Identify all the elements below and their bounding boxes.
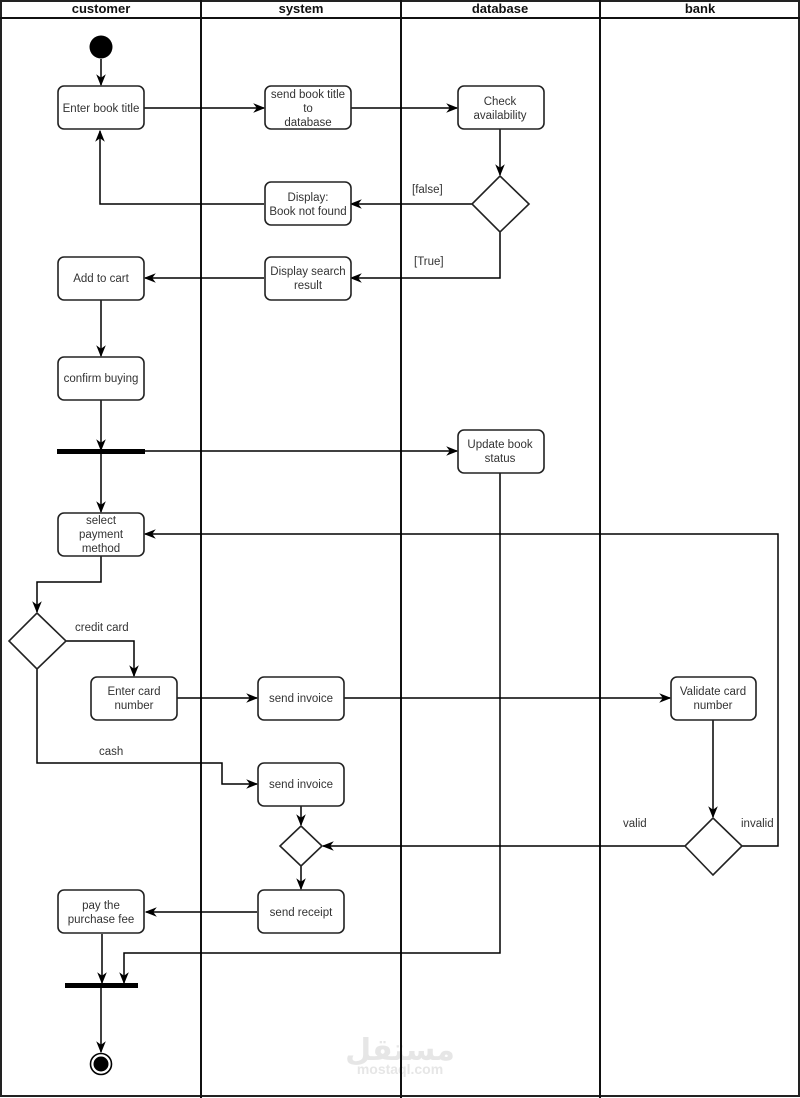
action-label: payment xyxy=(79,529,124,541)
action-label: to xyxy=(303,103,313,115)
action-enter-card-number[interactable]: Enter card number xyxy=(90,676,178,721)
action-label: status xyxy=(485,453,516,465)
action-label: send invoice xyxy=(269,693,333,705)
action-label: number xyxy=(115,700,154,712)
action-validate-card-number[interactable]: Validate card number xyxy=(670,676,757,721)
edge-not-found-to-enter-title xyxy=(95,129,264,205)
action-label: send book title xyxy=(271,89,345,101)
action-confirm-buying[interactable]: confirm buying xyxy=(57,356,145,401)
action-select-payment-method[interactable]: select payment method xyxy=(57,512,145,557)
guard-invalid: invalid xyxy=(741,818,774,830)
initial-node xyxy=(89,35,113,59)
action-label: send invoice xyxy=(269,779,333,791)
action-send-invoice-cash[interactable]: send invoice xyxy=(257,762,345,807)
guard-false: [false] xyxy=(412,184,443,196)
action-send-invoice-card[interactable]: send invoice xyxy=(257,676,345,721)
action-display-not-found[interactable]: Display: Book not found xyxy=(264,181,352,226)
action-pay-purchase-fee[interactable]: pay the purchase fee xyxy=(57,889,145,934)
nodes: Enter book title send book title to databa… xyxy=(7,35,757,1076)
fork-bar xyxy=(57,449,145,454)
action-check-availability[interactable]: Check availability xyxy=(457,85,545,130)
action-label: purchase fee xyxy=(68,914,135,926)
action-label: send receipt xyxy=(270,907,333,919)
action-update-book-status[interactable]: Update book status xyxy=(457,429,545,474)
edge-credit-to-enter-card xyxy=(66,640,139,678)
guard-true: [True] xyxy=(414,256,444,268)
action-label: Validate card xyxy=(680,686,746,698)
action-label: database xyxy=(284,117,331,129)
action-send-book-title[interactable]: send book title to database xyxy=(264,85,352,130)
lane-title-database: database xyxy=(472,1,528,16)
action-display-search-result[interactable]: Display search result xyxy=(264,256,352,301)
action-label: Enter card xyxy=(107,686,160,698)
edge-cash-to-invoice2 xyxy=(36,669,259,789)
decision-payment-method[interactable] xyxy=(7,611,68,671)
edge-update-status-to-join xyxy=(119,473,501,985)
action-label: Check xyxy=(484,96,517,108)
guard-cash: cash xyxy=(99,746,123,758)
action-label: Update book xyxy=(467,439,532,451)
action-label: number xyxy=(694,700,733,712)
action-label: Display search xyxy=(270,266,345,278)
action-label: method xyxy=(82,543,120,555)
join-bar xyxy=(65,983,138,988)
action-label: select xyxy=(86,515,117,527)
action-label: result xyxy=(294,280,323,292)
lane-title-system: system xyxy=(279,1,324,16)
action-label: availability xyxy=(473,110,526,122)
decision-availability[interactable] xyxy=(470,174,531,234)
final-node xyxy=(89,1052,113,1076)
lane-title-bank: bank xyxy=(685,1,716,16)
guard-credit-card: credit card xyxy=(75,622,129,634)
action-add-to-cart[interactable]: Add to cart xyxy=(57,256,145,301)
decision-card-valid[interactable] xyxy=(683,816,744,877)
edge-select-payment-to-decision xyxy=(32,556,102,614)
edge-true-to-search-result xyxy=(349,232,501,283)
merge-node[interactable] xyxy=(278,824,324,868)
edge-invalid-to-select-payment xyxy=(143,529,779,847)
action-label: pay the xyxy=(82,900,120,912)
action-label: confirm buying xyxy=(64,373,139,385)
action-label: Display: xyxy=(288,192,329,204)
guard-valid: valid xyxy=(623,818,647,830)
guard-labels: [false] [True] credit card cash valid in… xyxy=(75,184,774,830)
action-label: Book not found xyxy=(269,206,346,218)
action-enter-book-title[interactable]: Enter book title xyxy=(57,85,145,130)
edges xyxy=(32,59,779,1054)
action-label: Add to cart xyxy=(73,273,129,285)
action-label: Enter book title xyxy=(63,103,140,115)
action-send-receipt[interactable]: send receipt xyxy=(257,889,345,934)
lane-title-customer: customer xyxy=(72,1,131,16)
